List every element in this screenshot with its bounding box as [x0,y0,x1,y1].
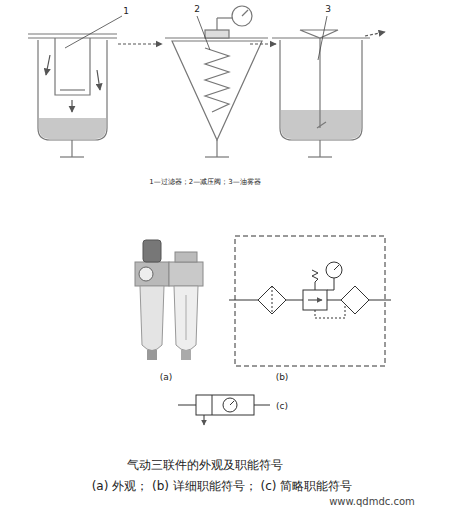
subfigure-label: (b) [276,373,289,383]
simplified-symbol [178,395,270,425]
leader-lines [65,16,327,60]
unit-photo [135,240,203,360]
detailed-symbol [229,236,391,366]
filter-drawing [28,34,117,157]
subfigure-label: (a) [160,373,173,383]
watermark: www.qdmdc.com [329,496,415,507]
regulator-drawing [165,6,268,157]
triple-unit-section [28,6,385,157]
callout-number: 3 [325,5,331,15]
subfigure-label: (c) [276,402,288,412]
flow-arrows [118,32,385,44]
parts-caption: 1—过滤器；2—减压阀；3—油雾器 [149,179,260,187]
callout-number: 2 [194,5,200,15]
caption-line: (a) 外观； (b) 详细职能符号； (c) 简略职能符号 [92,480,353,493]
figure-caption: 气动三联件的外观及职能符号 [127,459,283,472]
lubricator-drawing [272,30,370,157]
callout-number: 1 [123,7,129,17]
